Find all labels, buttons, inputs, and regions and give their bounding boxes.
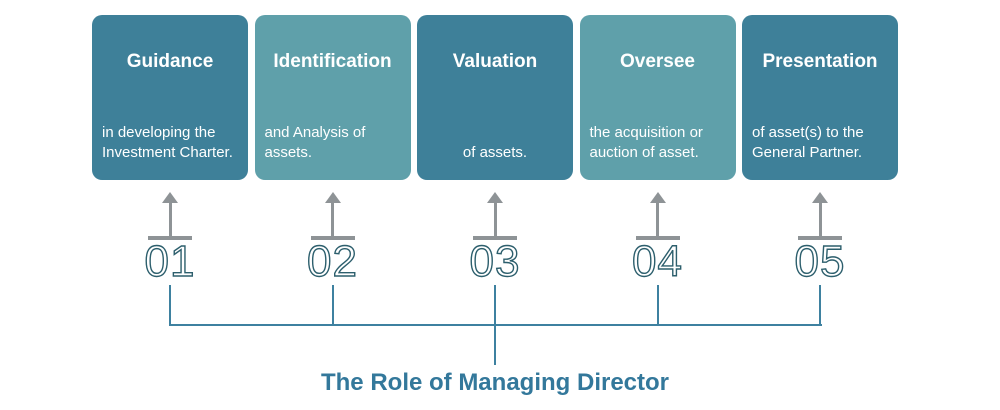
arrow-baseline <box>148 236 192 240</box>
step-card-valuation: Valuation of assets. <box>417 15 573 180</box>
step-card-identification: Identification and Analysis of assets. <box>254 15 411 180</box>
arrow-shaft <box>168 203 172 236</box>
step-heading: Presentation <box>762 51 878 72</box>
step-column-guidance: Guidance in developing the Investment Ch… <box>92 15 248 325</box>
up-arrow-icon <box>798 192 842 240</box>
connector-stub <box>819 285 821 325</box>
step-heading: Identification <box>273 51 392 72</box>
up-arrow-icon <box>310 192 355 240</box>
step-column-identification: Identification and Analysis of assets. 0… <box>254 15 411 325</box>
step-column-oversee: Oversee the acquisition or auction of as… <box>579 15 736 325</box>
step-number: 04 <box>631 237 683 286</box>
arrow-head <box>162 192 178 203</box>
connector-stub <box>169 285 171 325</box>
step-column-presentation: Presentation of asset(s) to the General … <box>742 15 898 325</box>
arrow-head <box>649 192 666 203</box>
step-description: of assets. <box>462 144 528 161</box>
arrow-shaft <box>656 203 659 236</box>
arrow-baseline <box>635 236 680 240</box>
step-heading: Valuation <box>452 51 538 72</box>
connector-stub <box>656 285 659 325</box>
step-card-presentation: Presentation of asset(s) to the General … <box>742 15 898 180</box>
step-description: the acquisition or auction of asset. <box>589 124 703 161</box>
step-card-oversee: Oversee the acquisition or auction of as… <box>579 15 736 180</box>
diagram-title: The Role of Managing Director <box>320 369 670 396</box>
arrow-head <box>812 192 828 203</box>
arrow-baseline <box>310 236 355 240</box>
connector-horizontal-line <box>169 324 822 326</box>
step-description: in developing the Investment Charter. <box>102 124 233 161</box>
arrow-head <box>487 192 503 203</box>
arrow-head <box>324 192 341 203</box>
arrow-baseline <box>798 236 842 240</box>
step-number: 03 <box>469 237 521 286</box>
up-arrow-icon <box>148 192 192 240</box>
steps-row: Guidance in developing the Investment Ch… <box>92 15 898 325</box>
step-description: and Analysis of assets. <box>264 124 366 161</box>
connector-stub <box>494 285 496 325</box>
step-column-valuation: Valuation of assets. 03 <box>417 15 573 325</box>
connector-stub <box>331 285 334 325</box>
up-arrow-icon <box>635 192 680 240</box>
connector-drop-line <box>494 326 496 365</box>
step-number: 02 <box>306 237 358 286</box>
step-heading: Guidance <box>126 51 214 72</box>
step-description: of asset(s) to the General Partner. <box>752 124 864 161</box>
step-number: 01 <box>144 237 196 286</box>
up-arrow-icon <box>473 192 517 240</box>
arrow-shaft <box>331 203 334 236</box>
arrow-shaft <box>818 203 822 236</box>
step-heading: Oversee <box>619 51 695 72</box>
arrow-shaft <box>493 203 497 236</box>
arrow-baseline <box>473 236 517 240</box>
step-number: 05 <box>794 237 846 286</box>
step-card-guidance: Guidance in developing the Investment Ch… <box>92 15 248 180</box>
